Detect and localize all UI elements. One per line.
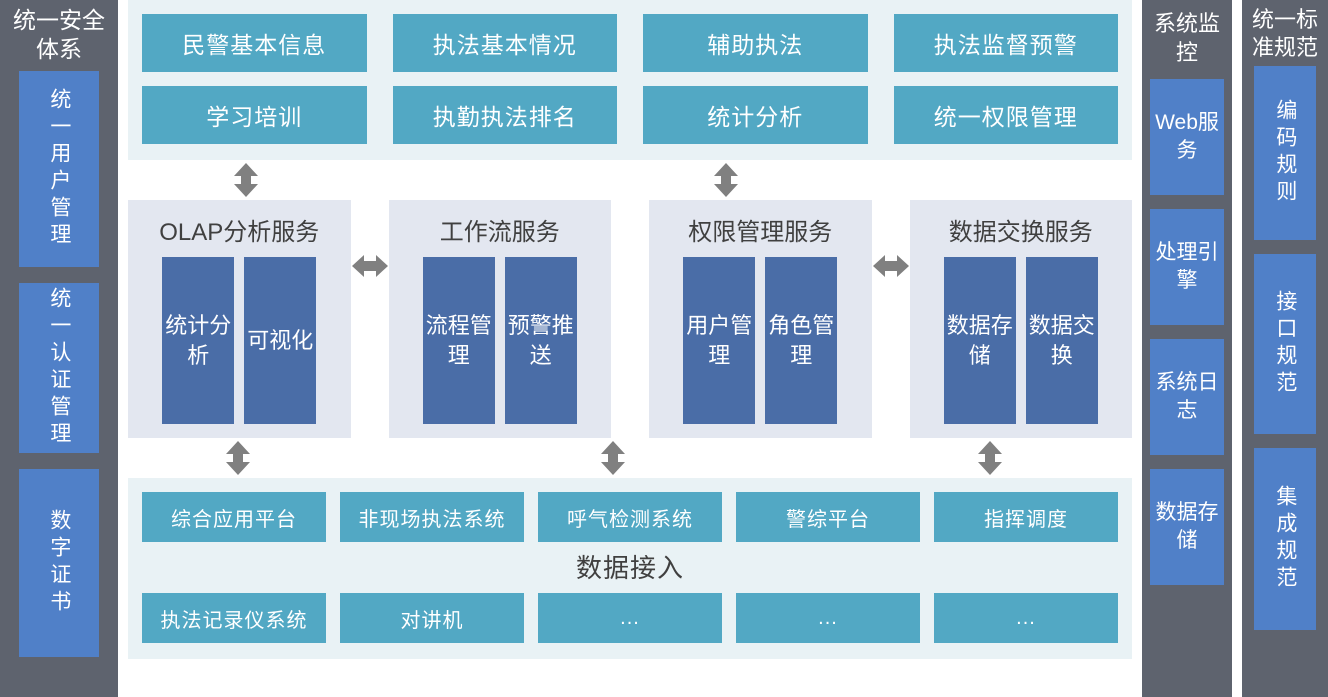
vertical-double-arrow-icon [601,441,625,475]
app-box-unified-permission-management[interactable]: 统一权限管理 [893,86,1118,144]
service-panel-workflow-title: 工作流服务 [439,219,560,246]
data-box-walkie-talkie[interactable]: 对讲机 [340,593,524,643]
service-panel-olap-title: OLAP分析服务 [159,219,320,246]
service-separator-2 [611,200,649,438]
system-monitor-item-system-log[interactable]: 系统日志 [1150,339,1224,456]
data-box-more-1[interactable]: ... [538,593,722,643]
system-monitor-item-processing-engine[interactable]: 处理引擎 [1150,209,1224,326]
system-monitor-column: 系统监控 Web服务 处理引擎 系统日志 数据存储 [1142,0,1232,697]
data-box-law-enforcement-recorder-system[interactable]: 执法记录仪系统 [142,593,326,643]
standards-item-interface-spec[interactable]: 接口规范 [1254,254,1316,435]
application-row-2: 学习培训 执勤执法排名 统计分析 统一权限管理 [142,86,1118,144]
service-panel-olap-boxes: 统计分析 可视化 [140,257,339,424]
connector-row-app-service [128,160,1132,200]
data-row-bottom: 执法记录仪系统 对讲机 ... ... ... [142,593,1118,643]
app-box-duty-enforcement-ranking[interactable]: 执勤执法排名 [392,86,617,144]
service-panel-workflow: 工作流服务 流程管理 预警推送 [388,200,611,438]
service-panel-workflow-boxes: 流程管理 预警推送 [401,257,600,424]
app-box-study-training[interactable]: 学习培训 [142,86,367,144]
service-panel-olap: OLAP分析服务 统计分析 可视化 [128,200,351,438]
standards-item-integration-spec[interactable]: 集成规范 [1254,448,1316,631]
vertical-double-arrow-icon [714,163,738,197]
service-panel-permission-boxes: 用户管理 角色管理 [661,257,860,424]
horizontal-double-arrow-icon [872,255,909,277]
service-box-data-exchange[interactable]: 数据交换 [1025,257,1098,424]
app-box-enforcement-basic-status[interactable]: 执法基本情况 [392,14,617,72]
system-monitor-item-data-storage[interactable]: 数据存储 [1150,469,1224,586]
app-box-assisted-enforcement[interactable]: 辅助执法 [643,14,868,72]
service-layer: OLAP分析服务 统计分析 可视化 工作流服务 流程管理 预警推送 [128,200,1132,438]
data-box-breath-test-system[interactable]: 呼气检测系统 [538,492,722,542]
service-box-role-management[interactable]: 角色管理 [765,257,838,424]
data-box-police-integrated-platform[interactable]: 警综平台 [736,492,920,542]
center-stack: 民警基本信息 执法基本情况 辅助执法 执法监督预警 学习培训 执勤执法排名 统计… [128,0,1132,697]
vertical-double-arrow-icon [226,441,250,475]
security-item-digital-certificate[interactable]: 数字证书 [19,468,99,657]
service-panel-permission-title: 权限管理服务 [688,219,833,246]
data-row-top: 综合应用平台 非现场执法系统 呼气检测系统 警综平台 指挥调度 [142,492,1118,542]
data-access-label: 数据接入 [575,553,684,583]
app-box-enforcement-supervision-alert[interactable]: 执法监督预警 [893,14,1118,72]
service-panel-data-exchange: 数据交换服务 数据存储 数据交换 [909,200,1132,438]
standards-column: 统一标准规范 编码规则 接口规范 集成规范 [1242,0,1328,697]
data-box-integrated-application-platform[interactable]: 综合应用平台 [142,492,326,542]
service-box-visualization[interactable]: 可视化 [244,257,317,424]
service-box-data-storage[interactable]: 数据存储 [943,257,1016,424]
service-panel-data-exchange-title: 数据交换服务 [948,219,1093,246]
app-box-officer-basic-info[interactable]: 民警基本信息 [142,14,367,72]
security-item-unified-auth-management[interactable]: 统一认证管理 [19,282,99,453]
data-box-more-3[interactable]: ... [934,593,1118,643]
vertical-double-arrow-icon [978,441,1002,475]
horizontal-double-arrow-icon [351,255,388,277]
service-box-statistical-analysis[interactable]: 统计分析 [162,257,235,424]
application-row-1: 民警基本信息 执法基本情况 辅助执法 执法监督预警 [142,14,1118,72]
system-monitor-title: 系统监控 [1153,11,1220,65]
application-layer: 民警基本信息 执法基本情况 辅助执法 执法监督预警 学习培训 执勤执法排名 统计… [128,0,1132,160]
security-system-column: 统一安全体系 统一用户管理 统一认证管理 数字证书 [0,0,118,697]
service-box-user-management[interactable]: 用户管理 [683,257,756,424]
system-monitor-item-web-service[interactable]: Web服务 [1150,79,1224,196]
vertical-double-arrow-icon [234,163,258,197]
service-separator-1 [350,200,389,438]
service-panel-data-exchange-boxes: 数据存储 数据交换 [922,257,1121,424]
service-separator-3 [871,200,910,438]
service-box-process-management[interactable]: 流程管理 [422,257,495,424]
app-box-statistical-analysis[interactable]: 统计分析 [643,86,868,144]
service-box-alert-push[interactable]: 预警推送 [504,257,577,424]
standards-title: 统一标准规范 [1251,7,1318,61]
data-box-more-2[interactable]: ... [736,593,920,643]
connector-row-service-data [128,438,1132,478]
data-box-command-dispatch[interactable]: 指挥调度 [934,492,1118,542]
security-system-title: 统一安全体系 [13,7,105,63]
data-box-offsite-enforcement-system[interactable]: 非现场执法系统 [340,492,524,542]
service-panel-permission: 权限管理服务 用户管理 角色管理 [649,200,872,438]
security-item-unified-user-management[interactable]: 统一用户管理 [19,70,99,267]
data-access-layer: 综合应用平台 非现场执法系统 呼气检测系统 警综平台 指挥调度 数据接入 执法记… [128,478,1132,659]
standards-item-coding-rules[interactable]: 编码规则 [1254,66,1316,241]
